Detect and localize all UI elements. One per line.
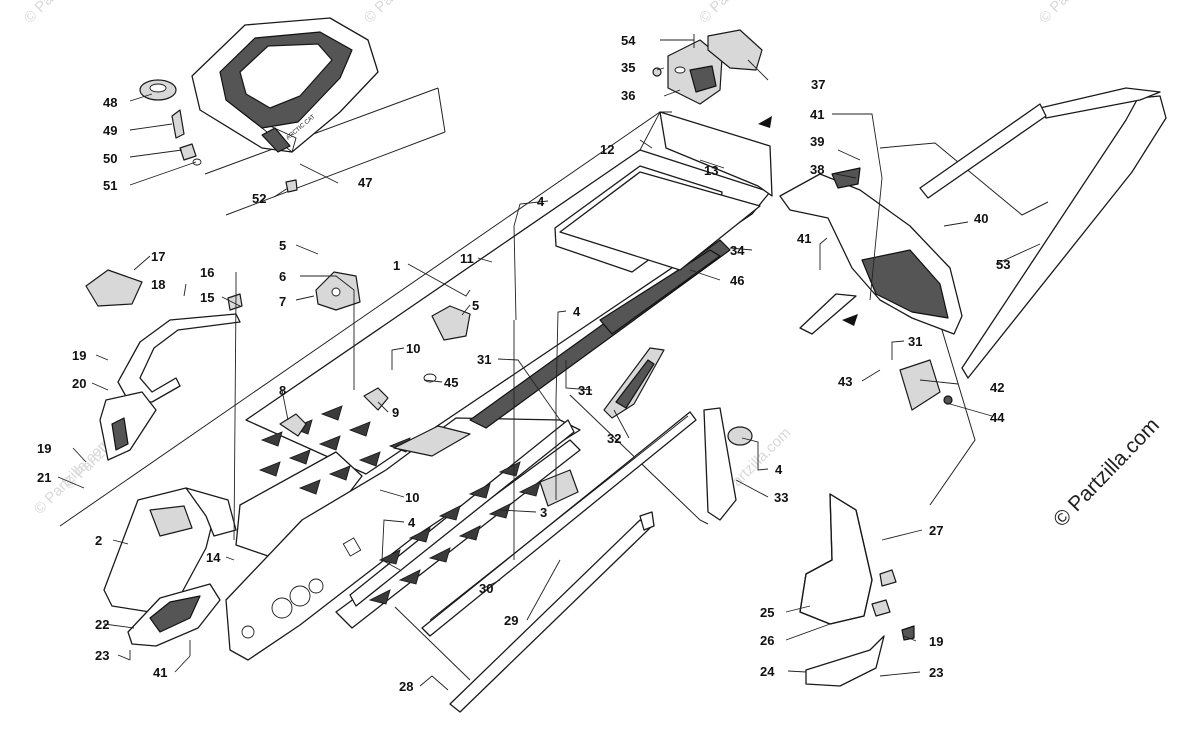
callout-8: 8 [279,383,286,398]
callout-53: 53 [996,257,1010,272]
watermark-text: © Partzilla.com [361,0,444,27]
callout-14: 14 [206,550,221,565]
callout-5-left: 5 [279,238,286,253]
callout-22: 22 [95,617,109,632]
callout-36: 36 [621,88,635,103]
suspension-links [603,347,753,521]
callout-39: 39 [810,134,824,149]
grommet-8 [279,413,307,437]
slide-rails [421,411,697,713]
callout-17: 17 [151,249,165,264]
callout-25: 25 [760,605,774,620]
callout-48: 48 [103,95,117,110]
callout-4-upper: 4 [537,194,545,209]
callout-42: 42 [990,380,1004,395]
callout-3: 3 [540,505,547,520]
callout-28: 28 [399,679,413,694]
rear-bumper [899,87,1167,411]
callout-49: 49 [103,123,117,138]
running-board-right [799,493,915,687]
callout-30: 30 [479,581,493,596]
bracket-3 [539,469,579,507]
callout-37: 37 [811,77,825,92]
callout-29: 29 [504,613,518,628]
brace-10 [393,425,471,457]
callout-23-right: 23 [929,665,943,680]
seat: ARCTIC CAT [191,17,379,153]
callout-23-left: 23 [95,648,109,663]
callout-9: 9 [392,405,399,420]
callout-16: 16 [200,265,214,280]
callout-50: 50 [103,151,117,166]
callout-38: 38 [810,162,824,177]
callout-46: 46 [730,273,744,288]
callout-21: 21 [37,470,51,485]
callout-15: 15 [200,290,214,305]
callout-26: 26 [760,633,774,648]
callout-4-right: 4 [775,462,783,477]
grommet-9 [363,387,389,411]
callout-31-lower: 31 [578,383,592,398]
callout-31-right: 31 [908,334,922,349]
rear-grab-handle [99,293,243,461]
callout-31-mid: 31 [477,352,491,367]
callout-7: 7 [279,294,286,309]
callout-27: 27 [929,523,943,538]
callout-19-left: 19 [37,441,51,456]
callout-10-upper: 10 [406,341,420,356]
callout-51: 51 [103,178,117,193]
rear-hitch-brackets [652,29,763,105]
callout-47: 47 [358,175,372,190]
callout-2: 2 [95,533,102,548]
callout-20: 20 [72,376,86,391]
callout-35: 35 [621,60,635,75]
callout-10-lower: 10 [405,490,419,505]
bracket-7 [315,271,361,311]
callout-5-mid: 5 [472,298,479,313]
callout-33: 33 [774,490,788,505]
leader-lines [57,39,1041,691]
front-bracket [103,487,237,613]
callout-54: 54 [621,33,636,48]
callout-1: 1 [393,258,400,273]
callout-6: 6 [279,269,286,284]
callout-34: 34 [730,243,745,258]
credit-text: © Partzilla.com [1049,414,1164,532]
callout-13: 13 [704,163,718,178]
callouts: 54 35 36 37 41 12 13 39 38 48 49 50 51 5… [37,33,1010,694]
callout-43: 43 [838,374,852,389]
skid-plate-left [127,583,221,647]
callout-41-mid: 41 [797,231,811,246]
watermark-text: © Partzilla.com [21,0,104,27]
watermark-text: © Partzilla.com [1036,0,1119,27]
callout-45: 45 [444,375,458,390]
callout-4-lower: 4 [408,515,416,530]
callout-11: 11 [460,251,474,266]
callout-24: 24 [760,664,775,679]
callout-52: 52 [252,191,266,206]
callout-41-top: 41 [810,107,824,122]
callout-19-right: 19 [929,634,943,649]
watermark-text: © Partzilla.com [696,0,779,27]
callout-18: 18 [151,277,165,292]
callout-19-upper: 19 [72,348,86,363]
callout-12: 12 [600,142,614,157]
snow-flap [758,116,963,335]
callout-4-mid: 4 [573,304,581,319]
callout-40: 40 [974,211,988,226]
bracket-5 [431,305,471,341]
callout-44: 44 [990,410,1005,425]
callout-32: 32 [607,431,621,446]
bracket-17 [85,269,143,307]
callout-41-bottom: 41 [153,665,167,680]
